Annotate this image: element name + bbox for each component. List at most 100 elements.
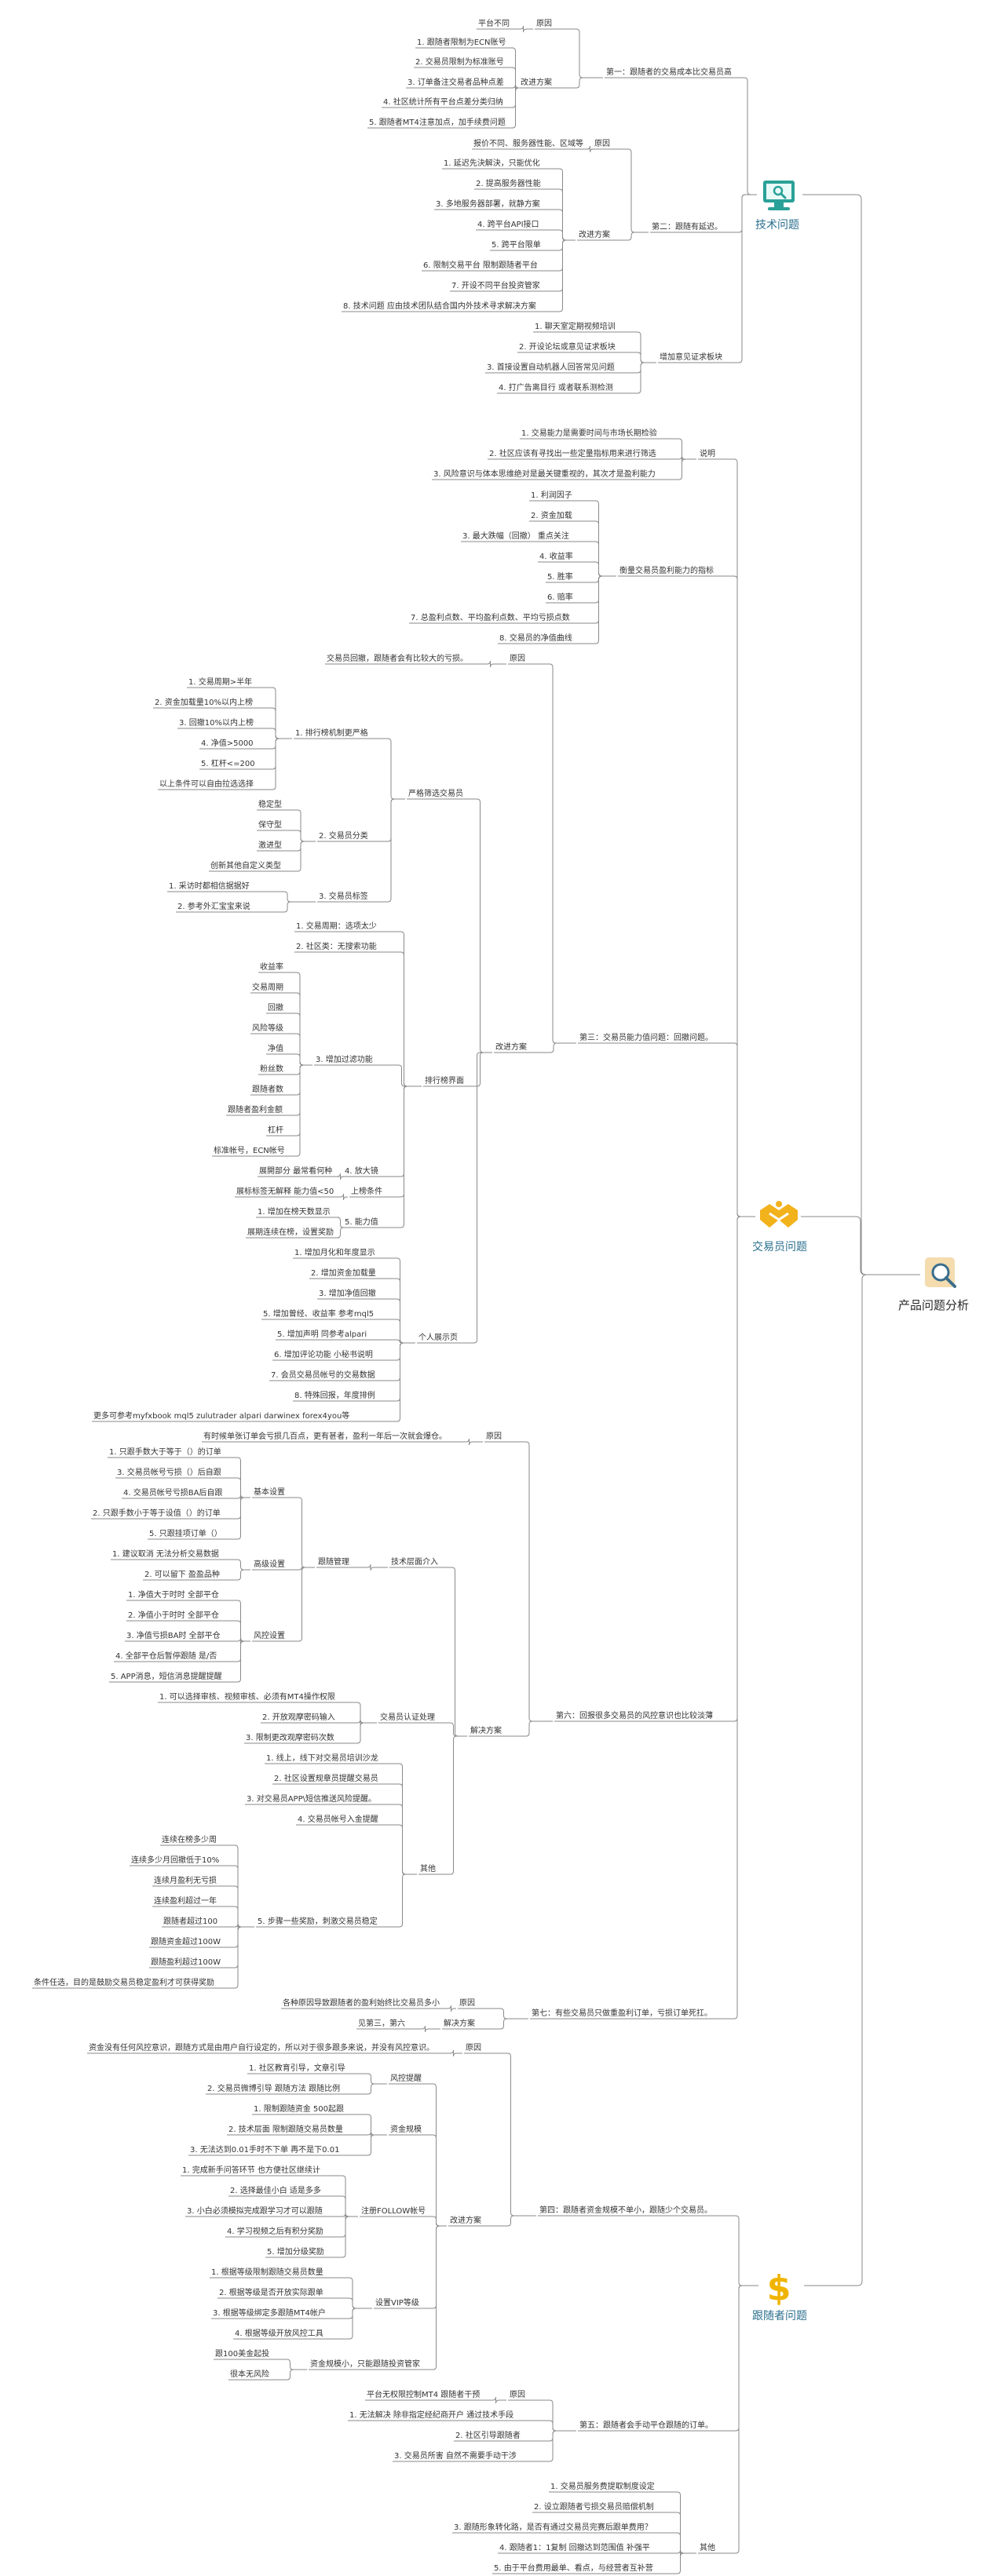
mindmap-node-r4b3e6[interactable]: 跟随资金超过100W bbox=[151, 1938, 221, 1947]
mindmap-node-t1a1[interactable]: 平台不同 bbox=[478, 20, 510, 28]
mindmap-node-r3b2c7[interactable]: 跟随者数 bbox=[252, 1085, 283, 1094]
mindmap-node-r3b2c1[interactable]: 收益率 bbox=[260, 963, 283, 972]
mindmap-node-r3b2c6[interactable]: 粉丝数 bbox=[260, 1065, 283, 1074]
branch-follower-label[interactable]: 跟随者问题 bbox=[752, 2310, 807, 2322]
mindmap-node-r3b1a3[interactable]: 3. 回撤10%以内上榜 bbox=[179, 719, 254, 728]
mindmap-node-r3b1c1[interactable]: 1. 采访时都相信据据好 bbox=[169, 882, 250, 891]
mindmap-node-r4a1[interactable]: 有时候单张订单会亏损几百点，更有甚者，盈利一年后一次就会爆仓。 bbox=[203, 1432, 447, 1441]
mindmap-node-r4b3e5[interactable]: 跟随者超过100 bbox=[163, 1917, 218, 1926]
mindmap-node-r4b3a[interactable]: 1. 线上，线下对交易员培训沙龙 bbox=[266, 1754, 378, 1763]
mindmap-node-r3b1b1[interactable]: 稳定型 bbox=[258, 801, 282, 809]
mindmap-node-r3b2[interactable]: 排行榜界面 bbox=[425, 1077, 464, 1085]
mindmap-node-r4b1a1c[interactable]: 4. 交易员帐号亏损BA后自跟 bbox=[123, 1489, 223, 1498]
mindmap-node-r2e[interactable]: 5. 胜率 bbox=[547, 573, 573, 582]
mindmap-node-r3b2c3[interactable]: 回撤 bbox=[268, 1004, 283, 1013]
mindmap-node-f1b2a[interactable]: 1. 限制跟随资金 500起跟 bbox=[254, 2105, 344, 2114]
mindmap-node-f1b3c[interactable]: 3. 小白必须模拟完成跟学习才可以跟随 bbox=[187, 2207, 323, 2216]
mindmap-node-r2h[interactable]: 8. 交易员的净值曲线 bbox=[499, 634, 572, 643]
mindmap-node-f1b1b[interactable]: 2. 交易员微博引导 跟随方法 跟随比例 bbox=[207, 2085, 341, 2093]
mindmap-node-t3d[interactable]: 4. 打广告离目行 或者联系测检测 bbox=[499, 384, 613, 392]
mindmap-node-r3b1a4[interactable]: 4. 净值>5000 bbox=[201, 739, 254, 748]
mindmap-node-f1b3[interactable]: 注册FOLLOW帐号 bbox=[361, 2207, 426, 2216]
mindmap-node-r3b3[interactable]: 个人展示页 bbox=[418, 1334, 458, 1342]
mindmap-node-r3b3i[interactable]: 更多可参考myfxbook mql5 zulutrader alpari dar… bbox=[93, 1412, 350, 1421]
mindmap-node-t2b4[interactable]: 4. 跨平台API接口 bbox=[477, 221, 539, 229]
mindmap-node-f1b5a[interactable]: 跟100美金起投 bbox=[215, 2350, 270, 2359]
mindmap-node-f2a[interactable]: 原因 bbox=[510, 2391, 525, 2399]
mindmap-node-r3b3d[interactable]: 5. 增加曾经、收益率 参考mql5 bbox=[263, 1310, 375, 1319]
mindmap-node-f1b2[interactable]: 资金规模 bbox=[390, 2125, 422, 2134]
mindmap-node-r4b1a2a[interactable]: 1. 建议取消 无法分析交易数据 bbox=[112, 1550, 219, 1559]
mindmap-node-f1b[interactable]: 改进方案 bbox=[450, 2217, 481, 2225]
mindmap-node-r3b2f2[interactable]: 展期连续在榜，设置奖励 bbox=[247, 1228, 334, 1237]
mindmap-node-r3b2f1[interactable]: 1. 增加在榜天数显示 bbox=[258, 1208, 331, 1217]
branch-tech-label[interactable]: 技术问题 bbox=[755, 219, 799, 232]
mindmap-node-r2f[interactable]: 6. 赔率 bbox=[547, 593, 573, 602]
mindmap-node-r1b[interactable]: 2. 社区应该有寻找出一些定量指标用来进行筛选 bbox=[489, 450, 656, 458]
mindmap-node-r4b3e2[interactable]: 连续多少月回撤低于10% bbox=[131, 1856, 220, 1865]
mindmap-node-r3b2d1[interactable]: 展開部分 最常看何种 bbox=[259, 1167, 333, 1176]
mindmap-node-t1b[interactable]: 改进方案 bbox=[521, 78, 552, 87]
mindmap-node-r3b3c[interactable]: 3. 增加净值回撤 bbox=[319, 1290, 376, 1298]
mindmap-node-f3e[interactable]: 5. 由于平台费用最单、看点，与经营者互补营 bbox=[494, 2564, 653, 2573]
mindmap-node-r4b2b[interactable]: 2. 开放观摩密码输入 bbox=[262, 1713, 335, 1722]
mindmap-node-r4b3d[interactable]: 4. 交易员帐号入金提醒 bbox=[298, 1815, 378, 1824]
mindmap-node-t2b8[interactable]: 8. 技术问题 应由技术团队结合国内外技术寻求解决方案 bbox=[343, 302, 536, 311]
mindmap-node-r4b3[interactable]: 其他 bbox=[420, 1865, 436, 1874]
mindmap-node-f2c[interactable]: 2. 社区引导跟随者 bbox=[455, 2432, 521, 2440]
mindmap-node-t2b1[interactable]: 1. 延迟先決解決，只能优化 bbox=[444, 159, 540, 168]
mindmap-node-r4b1a3a[interactable]: 1. 净值大于时时 全部平仓 bbox=[128, 1591, 219, 1600]
mindmap-node-r3b1a2[interactable]: 2. 资金加载量10%以内上榜 bbox=[155, 699, 253, 707]
mindmap-node-r3b3f[interactable]: 6. 增加评论功能 小秘书说明 bbox=[274, 1351, 373, 1359]
mindmap-node-r4b3e[interactable]: 5. 步骤一些奖励，刺激交易员稳定 bbox=[258, 1917, 378, 1926]
mindmap-node-f1b2c[interactable]: 3. 无法达到0.01手时不下单 再不是下0.01 bbox=[190, 2146, 340, 2155]
mindmap-node-r4b[interactable]: 解决方案 bbox=[470, 1727, 502, 1735]
mindmap-node-t1b1[interactable]: 1. 跟随者限制为ECN账号 bbox=[417, 38, 506, 47]
mindmap-node-r3b1b3[interactable]: 激进型 bbox=[258, 841, 282, 850]
mindmap-node-t3c[interactable]: 3. 首接设置自动机器人回答常见问题 bbox=[487, 363, 615, 372]
mindmap-node-f1a[interactable]: 原因 bbox=[466, 2044, 481, 2052]
mindmap-node-r4a[interactable]: 原因 bbox=[486, 1432, 502, 1441]
mindmap-node-r3b1b4[interactable]: 创新其他自定义类型 bbox=[210, 862, 281, 870]
mindmap-node-r2[interactable]: 衡量交易员盈利能力的指标 bbox=[619, 567, 714, 575]
mindmap-node-r3b2c4[interactable]: 风险等级 bbox=[252, 1024, 283, 1033]
mindmap-node-r3b3h[interactable]: 8. 特殊回报，年度排例 bbox=[294, 1392, 375, 1400]
mindmap-node-r4b1a2[interactable]: 高级设置 bbox=[254, 1560, 285, 1569]
mindmap-node-f1b3d[interactable]: 4. 学习视频之后有积分奖励 bbox=[227, 2228, 323, 2236]
mindmap-node-r3b2b[interactable]: 2. 社区类：无搜索功能 bbox=[296, 943, 377, 951]
mindmap-node-r4b3e1[interactable]: 连续在榜多少周 bbox=[162, 1836, 217, 1844]
mindmap-node-f3[interactable]: 其他 bbox=[700, 2544, 715, 2552]
mindmap-node-r3b1a1[interactable]: 1. 交易周期>半年 bbox=[188, 678, 253, 687]
mindmap-node-r4b1[interactable]: 技术层面介入 bbox=[391, 1558, 438, 1567]
mindmap-node-t1a[interactable]: 原因 bbox=[536, 20, 552, 28]
mindmap-node-f1a1[interactable]: 资金没有任何风控意识，跟随方式是由用户自行设定的，所以对于很多跟多来说，并没有风… bbox=[89, 2044, 434, 2052]
mindmap-node-f1b2b[interactable]: 2. 技术层面 限制跟随交易员数量 bbox=[228, 2125, 343, 2134]
mindmap-node-r1c[interactable]: 3. 风险意识与体本思维绝对是最关键重视的，其次才是盈利能力 bbox=[433, 470, 656, 479]
mindmap-node-r3a1[interactable]: 交易员回撤，跟随者会有比较大的亏损。 bbox=[327, 655, 468, 663]
mindmap-node-r3[interactable]: 第三：交易员能力值问题：回撤问题。 bbox=[579, 1034, 713, 1042]
mindmap-node-r3b1c[interactable]: 3. 交易员标签 bbox=[319, 892, 368, 901]
mindmap-node-r4b2[interactable]: 交易员认证处理 bbox=[380, 1713, 435, 1722]
mindmap-node-r3b1a5[interactable]: 5. 杠杆<=200 bbox=[201, 760, 255, 768]
mindmap-node-f1b3b[interactable]: 2. 选择最佳小白 适是多多 bbox=[230, 2187, 321, 2195]
mindmap-node-r3b3b[interactable]: 2. 增加资金加载量 bbox=[311, 1269, 376, 1278]
mindmap-node-r3a[interactable]: 原因 bbox=[510, 655, 525, 663]
mindmap-node-f1b4[interactable]: 设置VIP等级 bbox=[375, 2299, 419, 2308]
mindmap-node-t2a1[interactable]: 报价不同、服务器性能、区域等 bbox=[473, 140, 583, 148]
mindmap-node-t2b[interactable]: 改进方案 bbox=[579, 231, 610, 239]
mindmap-node-r2c[interactable]: 3. 最大跌幅（回撤） 重点关注 bbox=[462, 532, 569, 541]
mindmap-node-t2[interactable]: 第二：跟随有延迟。 bbox=[652, 223, 722, 232]
mindmap-node-r4b3b[interactable]: 2. 社区设置规章员提醒交易员 bbox=[274, 1775, 378, 1783]
mindmap-node-r2g[interactable]: 7. 总盈利点数、平均盈利点数、平均亏损点数 bbox=[411, 614, 570, 622]
mindmap-node-r4b3e4[interactable]: 连续盈利超过一年 bbox=[154, 1897, 217, 1906]
mindmap-node-r3b1a[interactable]: 1. 排行榜机制更严格 bbox=[295, 729, 368, 738]
mindmap-node-f3b[interactable]: 2. 设立跟随者亏损交易员赔偿机制 bbox=[534, 2503, 654, 2512]
mindmap-node-r3b2a[interactable]: 1. 交易周期：选项太少 bbox=[296, 922, 377, 931]
mindmap-node-f1b3e[interactable]: 5. 增加分级奖励 bbox=[267, 2248, 324, 2257]
mindmap-node-f2b[interactable]: 1. 无法解决 除非指定经纪商开户 通过技术手段 bbox=[349, 2411, 514, 2420]
mindmap-node-f1b1[interactable]: 风控提醒 bbox=[390, 2074, 422, 2083]
mindmap-node-r5a1[interactable]: 各种原因导致跟随者的盈利始终比交易员多小 bbox=[283, 1999, 440, 2008]
mindmap-node-t2b6[interactable]: 6. 限制交易平台 限制跟随者平台 bbox=[423, 261, 538, 270]
mindmap-node-t1b2[interactable]: 2. 交易员限制为标准账号 bbox=[415, 58, 504, 67]
mindmap-node-r4b1a1d[interactable]: 2. 只跟手数小于等于设值（）的订单 bbox=[93, 1509, 221, 1518]
